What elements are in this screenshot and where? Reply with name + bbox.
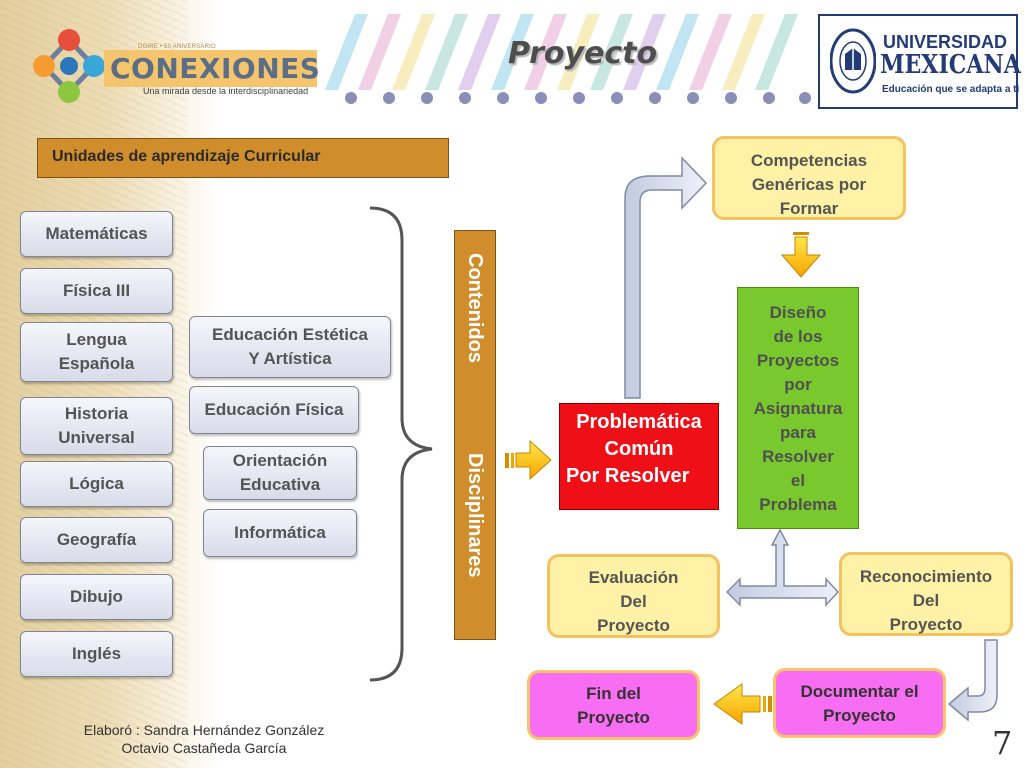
generic-competencies-box: Competencias Genéricas por Formar <box>712 136 906 220</box>
arrow-right-icon <box>505 439 552 481</box>
subject-educacion-estetica: Educación Estética Y Artística <box>189 316 391 378</box>
subject-geografia: Geografía <box>20 517 173 563</box>
disciplinares-label: Disciplinares <box>464 453 486 578</box>
contenidos-label: Contenidos <box>464 253 486 363</box>
university-name-line1: UNIVERSIDAD <box>883 32 1008 52</box>
subject-matematicas: Matemáticas <box>20 211 173 257</box>
subject-lengua-espanola: Lengua Española <box>20 322 173 382</box>
curly-brace <box>369 206 433 682</box>
subject-historia-universal: Historia Universal <box>20 397 173 455</box>
arrow-down-bent-icon <box>947 639 998 722</box>
project-end-box: Fin del Proyecto <box>527 670 700 740</box>
decorative-stripes <box>325 14 811 104</box>
university-name-line2: MEXICANA <box>880 50 1021 80</box>
subject-orientacion-educativa: Orientación Educativa <box>203 446 357 500</box>
conexiones-subtitle: DGIRE • 50 ANIVERSARIO <box>138 44 216 50</box>
slide-title: Proyecto <box>508 36 658 71</box>
subject-educacion-fisica: Educación Física <box>189 386 359 434</box>
conexiones-title: CONEXIONES <box>110 52 321 85</box>
conexiones-logo-icon <box>33 29 105 103</box>
project-design-box: Diseño de los Proyectos por Asignatura p… <box>737 287 859 529</box>
subject-dibujo: Dibujo <box>20 574 173 620</box>
document-project-box: Documentar el Proyecto <box>773 668 946 738</box>
page-number: 7 <box>992 724 1013 762</box>
subject-ingles: Inglés <box>20 631 173 677</box>
disciplinary-contents-bar: Contenidos Disciplinares <box>454 230 496 640</box>
university-tagline: Educación que se adapta a ti <box>882 84 1020 95</box>
arrow-down-icon <box>780 232 822 278</box>
arrow-t-junction-icon <box>725 528 840 607</box>
arrow-left-icon <box>713 683 772 725</box>
arrow-up-bent-icon <box>624 156 708 399</box>
project-evaluation-box: Evaluación Del Proyecto <box>547 554 720 638</box>
project-recognition-box: Reconocimiento Del Proyecto <box>839 552 1013 636</box>
conexiones-tagline: Una mirada desde la interdisciplinarieda… <box>143 86 309 96</box>
subject-fisica-iii: Física III <box>20 268 173 314</box>
common-problem-box: Problemática Común Por Resolver <box>559 403 719 510</box>
university-seal-icon <box>830 28 876 94</box>
subject-logica: Lógica <box>20 461 173 507</box>
subject-informatica: Informática <box>203 509 357 557</box>
author-credit: Elaboró : Sandra Hernández González Octa… <box>83 722 325 756</box>
curricular-units-header: Unidades de aprendizaje Curricular <box>37 138 449 178</box>
universidad-mexicana-logo: UNIVERSIDAD MEXICANA Educación que se ad… <box>818 14 1021 109</box>
